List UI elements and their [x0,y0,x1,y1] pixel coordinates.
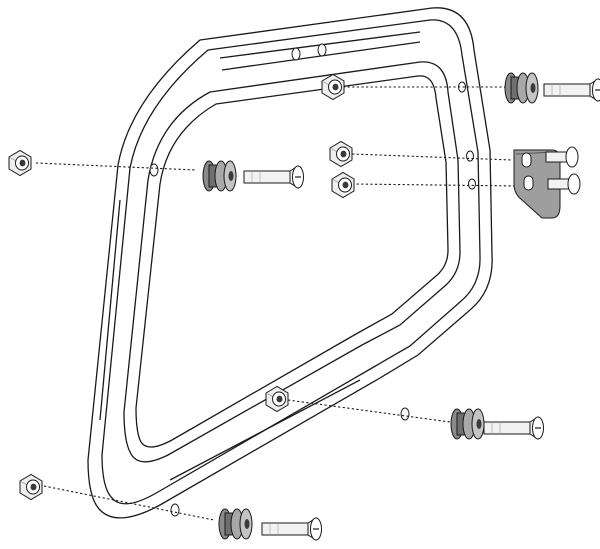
countersunk-bolt [483,416,545,440]
rubber-grommet [504,72,539,104]
countersunk-bolt [243,165,305,189]
flange-nut [331,172,355,198]
frame-holes [149,43,476,517]
flange-nut [329,141,353,167]
countersunk-bolt [261,517,323,541]
flange-nut [321,74,345,100]
assembly-axis-lines [35,86,521,521]
frame-hole [291,47,301,61]
rubber-grommet [450,408,485,440]
rubber-grommet [218,508,253,540]
frame-hole [317,43,327,57]
flange-nut [8,150,32,176]
grommets [202,72,539,540]
frame-hole [170,503,180,517]
countersunk-bolt [543,78,600,102]
flange-nut [19,474,43,500]
frame-hole [468,178,476,190]
frame-hole [466,150,474,162]
bolts [243,78,600,541]
flange-nut [265,386,289,412]
mounting-bracket [513,146,581,219]
frame-hole [400,407,410,421]
rubber-grommet [202,160,237,192]
carrier-frame [87,7,493,519]
frame-hole [149,163,159,177]
bracket-slot [521,152,532,168]
nuts [8,74,355,500]
bracket-slot [523,175,534,191]
